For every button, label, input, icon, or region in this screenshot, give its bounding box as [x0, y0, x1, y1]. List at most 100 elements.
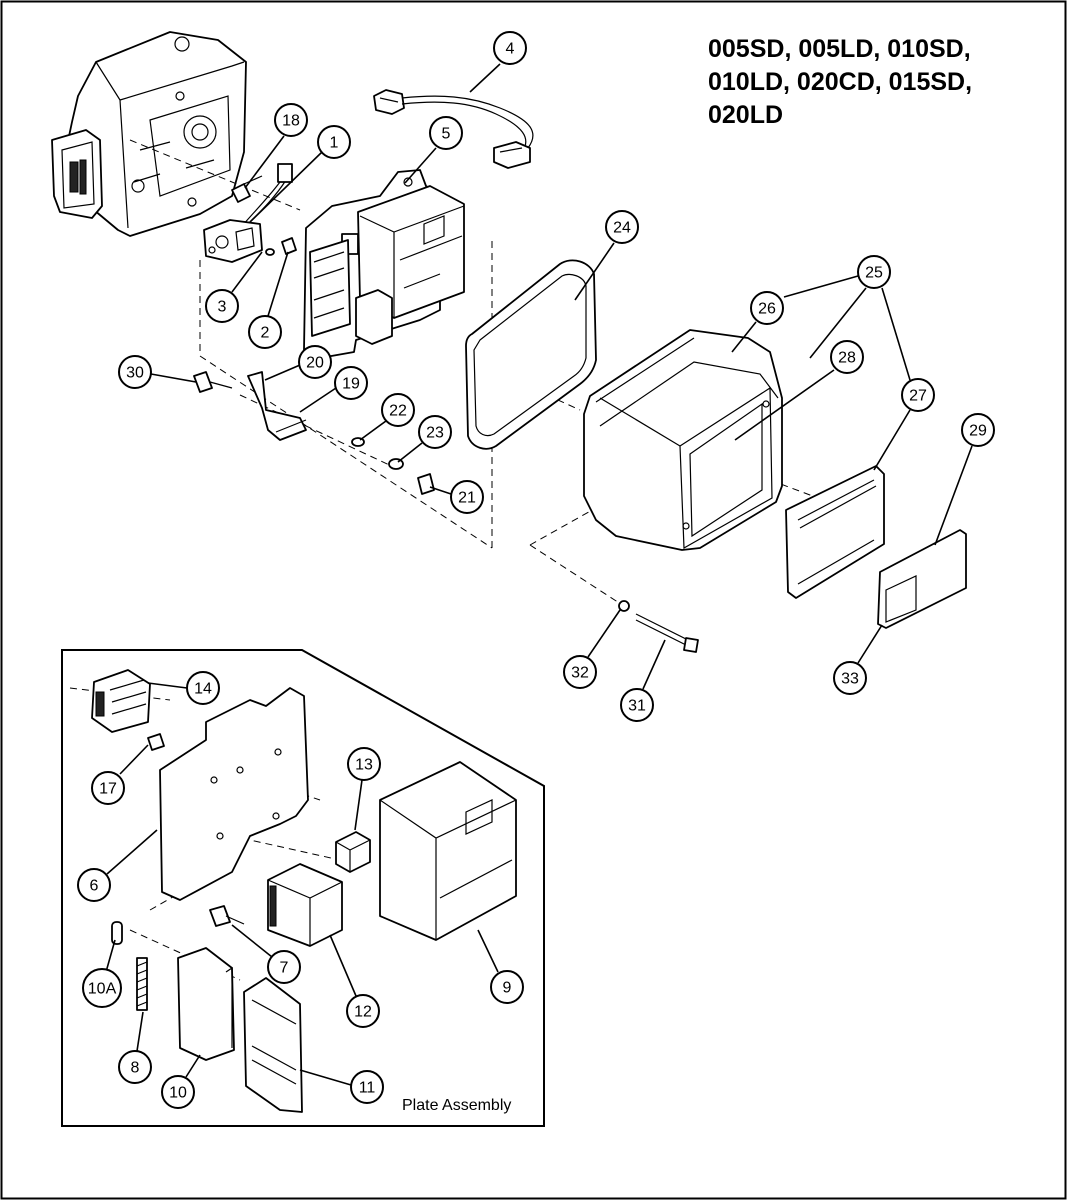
limit-switch-1 [203, 163, 293, 263]
callout-number: 18 [282, 113, 300, 130]
callout-number: 19 [342, 376, 360, 393]
leader-line [244, 135, 285, 189]
leader-line [267, 251, 289, 317]
inset-frame [61, 649, 545, 1127]
transformer-12 [267, 863, 343, 947]
bracket-20-19 [247, 371, 307, 441]
leader-line [299, 1069, 352, 1086]
leader-line [231, 924, 273, 958]
callout-number: 28 [838, 350, 856, 367]
mount-bracket-11 [243, 977, 303, 1113]
spring-8 [136, 957, 148, 1011]
callout-number: 26 [758, 301, 776, 318]
leader-line [429, 486, 452, 495]
callout-number: 27 [909, 388, 927, 405]
callout-circle [267, 950, 301, 984]
callout-circle [605, 210, 639, 244]
callout-number: 13 [355, 757, 373, 774]
callout-32: 32 [563, 609, 621, 689]
callout-number: 2 [261, 325, 270, 342]
callout-19: 19 [299, 366, 368, 413]
callout-circle [334, 366, 368, 400]
callout-circle [961, 413, 995, 447]
screw-7 [209, 905, 245, 927]
model-designation: 005SD, 005LD, 010SD, 010LD, 020CD, 015SD… [708, 35, 972, 129]
callout-27: 27 [873, 378, 935, 471]
label-plate-29 [877, 529, 967, 629]
callout-circle [620, 688, 654, 722]
standoff-10A [111, 921, 123, 945]
callout-number: 8 [131, 1060, 140, 1077]
callout-circle [347, 747, 381, 781]
callout-3: 3 [205, 251, 263, 323]
callout-circle [901, 378, 935, 412]
callout-circle [186, 671, 220, 705]
callout-circle [205, 289, 239, 323]
callout-6: 6 [77, 829, 158, 902]
callout-9: 9 [477, 929, 524, 1004]
leader-line [881, 287, 911, 381]
callout-7: 7 [231, 924, 301, 984]
callout-circle [493, 31, 527, 65]
leader-line [783, 275, 859, 298]
leader-line [105, 939, 116, 973]
model-line-3: 020LD [708, 101, 783, 129]
callout-number: 25 [865, 265, 883, 282]
screw-30 [193, 371, 233, 393]
leader-line [873, 409, 911, 471]
callouts-layer: 4181532242526282019302223212729323133141… [77, 31, 995, 1109]
leader-line [354, 779, 363, 831]
wire-harness-4 [373, 89, 534, 169]
leader-line [642, 639, 666, 690]
inset-caption: Plate Assembly [402, 1097, 511, 1114]
callout-number: 14 [194, 681, 212, 698]
callout-circle [274, 103, 308, 137]
screw-18 [231, 175, 263, 203]
circuit-board-10 [177, 947, 235, 1061]
callout-number: 17 [99, 781, 117, 798]
callout-31: 31 [620, 639, 666, 722]
callout-5: 5 [404, 116, 463, 184]
leader-line [934, 445, 973, 546]
callout-20: 20 [264, 345, 332, 381]
callout-4: 4 [469, 31, 527, 93]
callout-24: 24 [574, 210, 639, 301]
callout-number: 12 [354, 1004, 372, 1021]
back-plate-6 [159, 687, 309, 901]
leader-line [185, 1054, 201, 1078]
callout-number: 10A [88, 981, 117, 998]
model-line-2: 010LD, 020CD, 015SD, [708, 68, 972, 96]
callout-23: 23 [397, 415, 452, 463]
callout-8: 8 [118, 1011, 152, 1084]
leader-line [469, 63, 501, 93]
callout-number: 30 [126, 365, 144, 382]
callout-10: 10 [161, 1054, 201, 1109]
rectifier-14 [91, 669, 151, 733]
cover-26 [583, 329, 783, 551]
leader-line [329, 934, 357, 997]
callout-circle [490, 970, 524, 1004]
leader-line [299, 387, 337, 413]
callout-number: 11 [359, 1080, 376, 1097]
callout-number: 20 [306, 355, 324, 372]
callout-number: 1 [330, 135, 339, 152]
plate-assembly-inset: Plate Assembly [61, 649, 545, 1127]
screw-17 [147, 733, 165, 751]
leader-line [404, 147, 437, 184]
model-line-1: 005SD, 005LD, 010SD, [708, 35, 971, 63]
callout-circle [833, 661, 867, 695]
callout-number: 21 [458, 490, 476, 507]
callout-number: 22 [389, 403, 407, 420]
bolt-31-washer-32 [618, 600, 699, 653]
plate-27 [785, 465, 885, 599]
relay-13 [335, 831, 371, 873]
leader-line [119, 744, 149, 775]
callout-number: 23 [426, 425, 444, 442]
callout-circle [118, 355, 152, 389]
callout-circle [248, 315, 282, 349]
leader-line [397, 442, 423, 463]
leader-line [106, 829, 158, 875]
callout-circle [77, 868, 111, 902]
callout-circle [381, 393, 415, 427]
